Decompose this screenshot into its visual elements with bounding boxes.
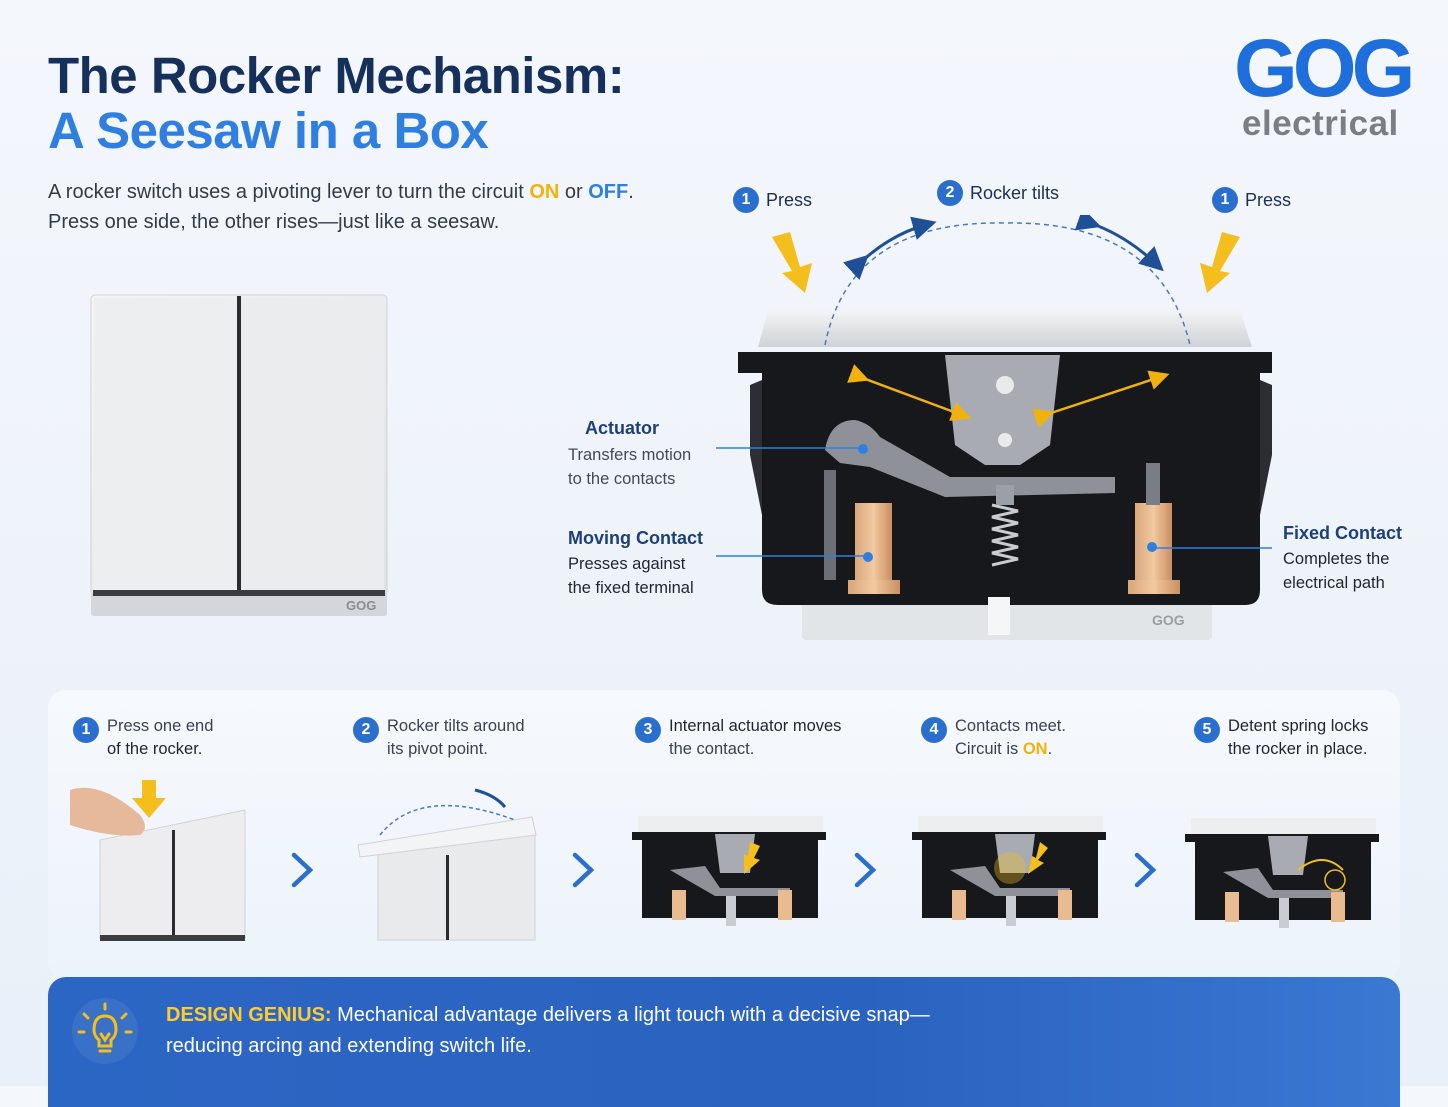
- step-1: 1 Press one end of the rocker.: [73, 715, 213, 761]
- switch-brand-mark: GOG: [346, 598, 376, 613]
- tilt-arrow-icon: [843, 216, 937, 280]
- logo-sub: electrical: [1242, 104, 1399, 143]
- housing-brand-mark: GOG: [1152, 612, 1185, 628]
- callout-title: Actuator: [585, 418, 660, 438]
- intro-off: OFF: [588, 181, 629, 203]
- step-line: the rocker in place.: [1228, 740, 1368, 758]
- step-num: 3: [635, 717, 661, 743]
- step-1-illustration: [70, 780, 246, 941]
- step-4: 4 Contacts meet. Circuit is ON.: [921, 715, 1066, 761]
- step-num: 1: [73, 717, 99, 743]
- label-num: 1: [733, 187, 759, 213]
- step-dot: .: [1047, 740, 1053, 758]
- switch-front-illustration: GOG: [90, 294, 388, 616]
- press-arrow-icon: [132, 780, 166, 818]
- step-line: its pivot point.: [387, 740, 488, 758]
- callout-actuator: Actuator Transfers motion to the contact…: [568, 418, 691, 491]
- step-on: ON: [1022, 740, 1048, 758]
- step-line: Rocker tilts around: [387, 717, 525, 735]
- step-line: Internal actuator moves: [669, 717, 842, 735]
- callout-leader-lines: [716, 447, 1272, 557]
- tilt-arrow-icon: [1074, 215, 1164, 272]
- design-genius-banner: [48, 977, 1400, 1107]
- step-line: Detent spring locks: [1228, 717, 1369, 735]
- callout-fixed-contact: Fixed Contact Completes the electrical p…: [1283, 523, 1402, 595]
- chevron-right-icon: [291, 852, 314, 888]
- banner-line1: Mechanical advantage delivers a light to…: [331, 1004, 930, 1026]
- intro-on: ON: [529, 181, 560, 203]
- logo-mark: GOG: [1234, 23, 1415, 114]
- label-num: 1: [1212, 187, 1238, 213]
- label-text: Rocker tilts: [970, 182, 1060, 203]
- rocker-cutaway-diagram: GOG: [738, 215, 1272, 640]
- step-5-illustration: [1185, 818, 1379, 928]
- chevron-right-icon: [854, 852, 877, 888]
- callout-line: Presses against: [568, 555, 686, 573]
- step-3-illustration: [632, 816, 826, 926]
- chevron-right-icon: [572, 852, 595, 888]
- step-2-illustration: [357, 788, 537, 941]
- step-line: Press one end: [107, 717, 214, 735]
- label-rocker-tilts: 2 Rocker tilts: [937, 180, 1059, 206]
- label-num: 2: [937, 180, 963, 206]
- step-4-illustration: [912, 816, 1106, 926]
- chevron-right-icon: [1134, 852, 1157, 888]
- step-2: 2 Rocker tilts around its pivot point.: [353, 715, 525, 761]
- step-line: Circuit is: [955, 740, 1023, 758]
- step-num: 4: [921, 717, 947, 743]
- intro-text: A rocker switch uses a pivoting lever to…: [48, 177, 634, 237]
- callout-line: electrical path: [1283, 574, 1385, 592]
- step-line: the contact.: [669, 740, 755, 758]
- callout-moving-contact: Moving Contact Presses against the fixed…: [568, 528, 703, 600]
- label-text: Press: [1245, 189, 1292, 210]
- intro-mid: or: [559, 181, 589, 203]
- callout-line: Transfers motion: [568, 446, 692, 464]
- callout-title: Fixed Contact: [1283, 523, 1403, 543]
- step-line: Contacts meet.: [955, 717, 1066, 735]
- tilt-arrow-icon: [474, 788, 507, 808]
- intro-line2: Press one side, the other rises—just lik…: [48, 211, 500, 233]
- title-line-2: A Seesaw in a Box: [48, 102, 489, 159]
- intro-dot: .: [628, 181, 634, 203]
- step-5: 5 Detent spring locks the rocker in place…: [1194, 715, 1368, 761]
- callout-line: Completes the: [1283, 550, 1390, 568]
- press-arrow-icon: [1200, 232, 1240, 293]
- callout-line: to the contacts: [568, 470, 676, 488]
- banner-label: DESIGN GENIUS:: [166, 1004, 332, 1026]
- banner-text: DESIGN GENIUS: Mechanical advantage deli…: [166, 1000, 930, 1062]
- lightbulb-gear-icon: [72, 998, 138, 1064]
- callout-line: the fixed terminal: [568, 579, 694, 597]
- intro-line1: A rocker switch uses a pivoting lever to…: [48, 181, 530, 203]
- step-line: of the rocker.: [107, 740, 203, 758]
- press-arrow-icon: [772, 232, 812, 293]
- label-text: Press: [766, 189, 813, 210]
- step-3: 3 Internal actuator moves the contact.: [635, 715, 841, 761]
- title-line-1: The Rocker Mechanism:: [48, 47, 625, 104]
- step-num: 5: [1194, 717, 1220, 743]
- step-num: 2: [353, 717, 379, 743]
- banner-line2: reducing arcing and extending switch lif…: [166, 1035, 532, 1057]
- label-press-right: 1 Press: [1212, 187, 1291, 213]
- callout-title: Moving Contact: [568, 528, 703, 548]
- label-press-left: 1 Press: [733, 187, 812, 213]
